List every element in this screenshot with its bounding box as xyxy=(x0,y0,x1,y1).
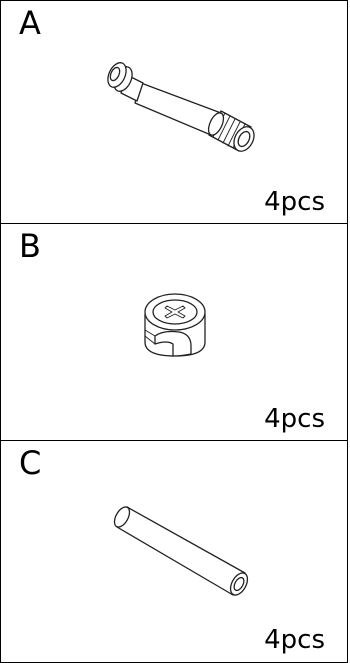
part-quantity: 4pcs xyxy=(264,625,325,655)
part-panel-a: A 4pcs xyxy=(0,0,348,224)
part-letter: B xyxy=(19,227,41,265)
part-quantity: 4pcs xyxy=(264,187,325,217)
part-letter: A xyxy=(19,4,41,42)
cam-bolt-icon xyxy=(107,62,255,152)
wooden-dowel-icon xyxy=(113,506,249,596)
part-quantity: 4pcs xyxy=(264,404,325,434)
part-panel-b: B 4pcs xyxy=(0,223,348,441)
part-letter: C xyxy=(19,444,42,482)
cam-lock-nut-icon xyxy=(144,293,206,357)
part-panel-c: C 4pcs xyxy=(0,440,348,663)
